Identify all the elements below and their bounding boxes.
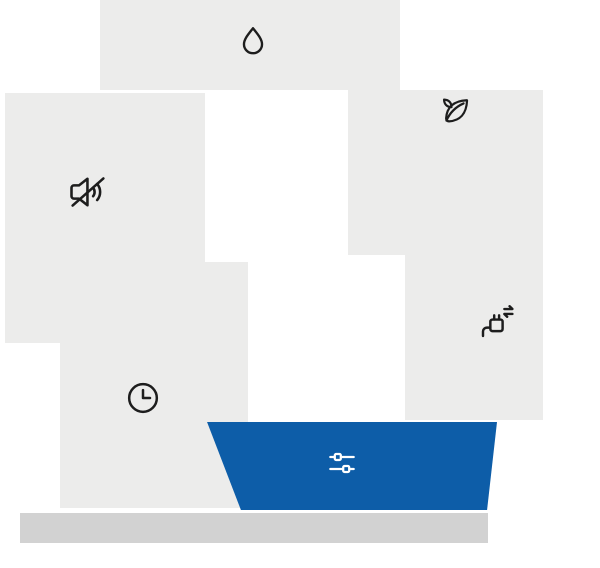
leaf-icon	[436, 93, 474, 131]
water-drop-icon	[234, 23, 272, 61]
power-connector-sync-icon	[476, 301, 518, 343]
bottom-bar	[20, 513, 488, 543]
clock-icon	[123, 378, 163, 418]
speaker-mute-icon	[66, 170, 110, 214]
tile-top	[100, 0, 400, 90]
options-sliders-icon	[324, 445, 360, 481]
tile-mid-lower	[60, 262, 248, 508]
accent-trapezoid	[207, 422, 497, 510]
tile-right-lower	[405, 155, 543, 420]
